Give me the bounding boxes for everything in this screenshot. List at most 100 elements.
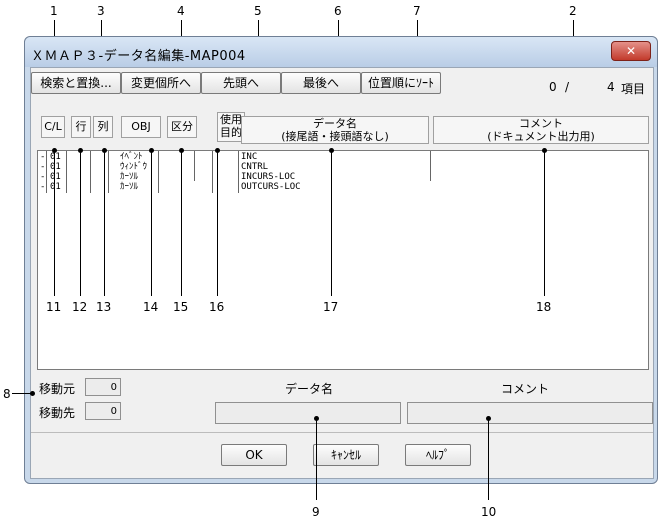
callout-line-11 xyxy=(54,150,55,296)
callout-dot-14 xyxy=(149,148,154,153)
goto-last-button[interactable]: 最後へ xyxy=(281,72,361,94)
callout-2: 2 xyxy=(569,4,577,18)
column-header-comment: コメント (ドキュメント出力用) xyxy=(433,116,649,144)
search-replace-button[interactable]: 検索と置換... xyxy=(31,72,121,94)
goto-changed-button[interactable]: 変更個所へ xyxy=(121,72,201,94)
callout-7: 7 xyxy=(413,4,421,18)
item-count-total: 4 xyxy=(607,80,615,94)
dialog-window: ＸＭＡＰ３-データ名編集-MAP004 ✕ 検索と置換... 変更個所へ 先頭へ… xyxy=(24,36,658,484)
callout-dot-12 xyxy=(78,148,83,153)
callout-11: 11 xyxy=(46,300,62,314)
callout-3: 3 xyxy=(97,4,105,18)
column-header-kubun: 区分 xyxy=(167,116,197,138)
data-name-field-label: データ名 xyxy=(285,382,334,396)
callout-1: 1 xyxy=(50,4,58,18)
column-header-data-name: データ名 (接尾語・接頭語なし) xyxy=(241,116,429,144)
comment-field-label: コメント xyxy=(501,382,550,396)
list-col-divider xyxy=(212,151,213,193)
column-header-obj: OBJ xyxy=(121,116,161,138)
callout-17: 17 xyxy=(323,300,339,314)
callout-dot-13 xyxy=(102,148,107,153)
callout-line-10 xyxy=(488,418,489,500)
row-cl: - xyxy=(40,172,46,182)
callout-12: 12 xyxy=(72,300,88,314)
callout-10: 10 xyxy=(481,505,497,519)
callout-dot-8 xyxy=(30,391,35,396)
help-button[interactable]: ﾍﾙﾌﾟ xyxy=(405,444,471,466)
row-cl: - xyxy=(40,162,46,172)
callout-13: 13 xyxy=(96,300,112,314)
row-data-name: INCURS-LOC xyxy=(241,172,296,182)
move-from-label: 移動元 xyxy=(39,382,76,396)
item-count-unit: 項目 xyxy=(621,82,646,96)
row-row: 01 xyxy=(50,172,61,182)
list-col-divider xyxy=(66,151,67,193)
callout-dot-9 xyxy=(314,416,319,421)
data-name-list[interactable]: - 01 ｲﾍﾞﾝﾄ INC - 01 ｳｨﾝﾄﾞｳ CNTRL - 01 ｶｰ… xyxy=(37,150,649,370)
row-obj: ｲﾍﾞﾝﾄ xyxy=(120,152,143,162)
goto-first-button[interactable]: 先頭へ xyxy=(201,72,281,94)
row-cl: - xyxy=(40,182,46,192)
callout-dot-18 xyxy=(542,148,547,153)
callout-line-17 xyxy=(331,150,332,296)
list-col-divider xyxy=(108,151,109,193)
column-header-cl: C/L xyxy=(41,116,65,138)
item-count-current: 0 xyxy=(549,80,557,94)
callout-line-8 xyxy=(12,393,32,394)
list-col-divider xyxy=(194,151,195,181)
row-row: 01 xyxy=(50,152,61,162)
callout-dot-11 xyxy=(52,148,57,153)
row-data-name: OUTCURS-LOC xyxy=(241,182,301,192)
ok-button[interactable]: OK xyxy=(221,444,287,466)
callout-line-13 xyxy=(104,150,105,296)
row-obj: ｶｰｿﾙ xyxy=(120,182,139,192)
list-col-divider xyxy=(46,151,47,193)
move-from-field[interactable]: 0 xyxy=(85,378,121,396)
callout-9: 9 xyxy=(312,505,320,519)
move-to-field[interactable]: 0 xyxy=(85,402,121,420)
callout-4: 4 xyxy=(177,4,185,18)
column-header-use: 使用 目的 xyxy=(217,112,245,142)
callout-dot-10 xyxy=(486,416,491,421)
data-name-edit-field[interactable] xyxy=(215,402,401,424)
callout-15: 15 xyxy=(173,300,189,314)
cancel-button[interactable]: ｷｬﾝｾﾙ xyxy=(313,444,379,466)
callout-line-9 xyxy=(316,418,317,500)
callout-dot-15 xyxy=(179,148,184,153)
column-header-row: 行 xyxy=(71,116,91,138)
column-header-col: 列 xyxy=(93,116,113,138)
list-col-divider xyxy=(158,151,159,193)
dialog-client: 検索と置換... 変更個所へ 先頭へ 最後へ 位置順にｿｰﾄ 0 / 4 項目 … xyxy=(30,67,654,479)
row-data-name: CNTRL xyxy=(241,162,269,172)
callout-line-16 xyxy=(217,150,218,296)
row-obj: ｶｰｿﾙ xyxy=(120,172,139,182)
callout-line-18 xyxy=(544,150,545,296)
callout-6: 6 xyxy=(334,4,342,18)
row-obj: ｳｨﾝﾄﾞｳ xyxy=(120,162,148,172)
list-col-divider xyxy=(238,151,239,193)
callout-18: 18 xyxy=(536,300,552,314)
row-data-name: INC xyxy=(241,152,258,162)
sort-by-position-button[interactable]: 位置順にｿｰﾄ xyxy=(361,72,441,94)
callout-line-12 xyxy=(80,150,81,296)
move-to-label: 移動先 xyxy=(39,406,76,420)
row-row: 01 xyxy=(50,182,61,192)
item-count-separator: / xyxy=(565,80,570,94)
comment-edit-field[interactable] xyxy=(407,402,653,424)
separator xyxy=(31,432,653,433)
callout-5: 5 xyxy=(254,4,262,18)
close-button[interactable]: ✕ xyxy=(611,41,651,61)
title-bar: ＸＭＡＰ３-データ名編集-MAP004 ✕ xyxy=(25,37,657,67)
callout-line-15 xyxy=(181,150,182,296)
callout-line-14 xyxy=(151,150,152,296)
callout-14: 14 xyxy=(143,300,159,314)
row-row: 01 xyxy=(50,162,61,172)
list-col-divider xyxy=(430,151,431,181)
callout-8: 8 xyxy=(3,387,11,401)
callout-line-1 xyxy=(54,20,55,44)
callout-dot-17 xyxy=(329,148,334,153)
window-title: ＸＭＡＰ３-データ名編集-MAP004 xyxy=(31,49,246,64)
close-icon: ✕ xyxy=(625,44,637,58)
callout-16: 16 xyxy=(209,300,225,314)
list-col-divider xyxy=(90,151,91,193)
